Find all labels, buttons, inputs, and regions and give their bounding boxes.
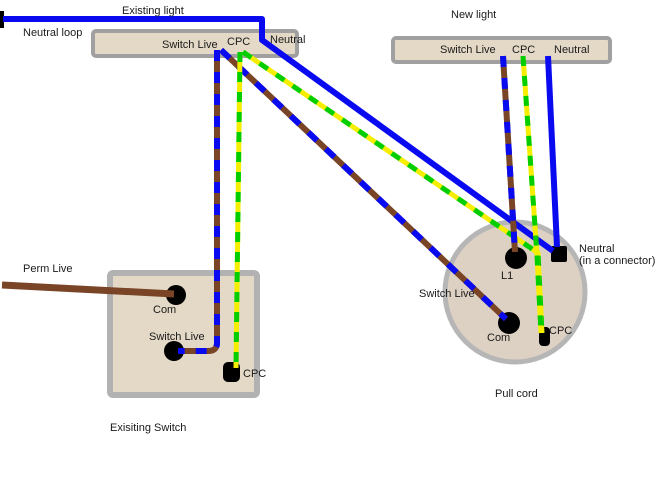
existing-light-title: Existing light — [122, 5, 184, 17]
existing-rose-switch-live-label: Switch Live — [162, 39, 218, 51]
new-rose-cpc-label: CPC — [512, 44, 535, 56]
existing-rose-cpc-label: CPC — [227, 36, 250, 48]
neutral-connector-label-line1: Neutral — [579, 243, 614, 255]
switch-com-terminal — [166, 285, 186, 305]
perm-live-wire — [1, 281, 175, 298]
switch-live-terminal — [164, 341, 184, 361]
switchline-to-pullcord-wire-blue-marks — [218, 47, 509, 322]
cpc-drop-wire-green-marks — [233, 51, 243, 369]
existing-switch-box — [107, 270, 260, 398]
switch-live-label: Switch Live — [149, 331, 205, 343]
pullcord-l1-label: L1 — [501, 270, 513, 282]
switch-com-label: Com — [153, 304, 176, 316]
newlight-cpc-wire-green-marks — [520, 55, 544, 334]
newlight-switchlive-wire-blue-marks — [500, 55, 518, 253]
new-light-title: New light — [451, 9, 496, 21]
pullcord-com-label: Com — [487, 332, 510, 344]
neutral-loop-label: Neutral loop — [23, 27, 82, 39]
existing-switch-caption: Exisiting Switch — [110, 422, 186, 434]
perm-live-label: Perm Live — [23, 263, 73, 275]
pullcord-l1-terminal — [505, 247, 527, 269]
pullcord-switch-live-label: Switch Live — [419, 288, 475, 300]
neutral-connector-label-line2: (in a connector) — [579, 255, 655, 267]
switchline-drop-wire-blue-marks — [178, 50, 220, 354]
new-rose-switch-live-label: Switch Live — [440, 44, 496, 56]
pullcord-cpc-label: CPC — [549, 325, 572, 337]
pull-cord-caption: Pull cord — [495, 388, 538, 400]
existing-rose-neutral-label: Neutral — [270, 34, 305, 46]
neutral-loop-end-tick — [0, 11, 4, 28]
new-rose-neutral-label: Neutral — [554, 44, 589, 56]
neutral-connector-block — [551, 246, 567, 262]
switch-cpc-label: CPC — [243, 368, 266, 380]
existing-light-ceiling-rose — [91, 29, 299, 58]
neutral-loop-wire — [3, 16, 555, 254]
newlight-neutral-wire — [545, 55, 560, 248]
